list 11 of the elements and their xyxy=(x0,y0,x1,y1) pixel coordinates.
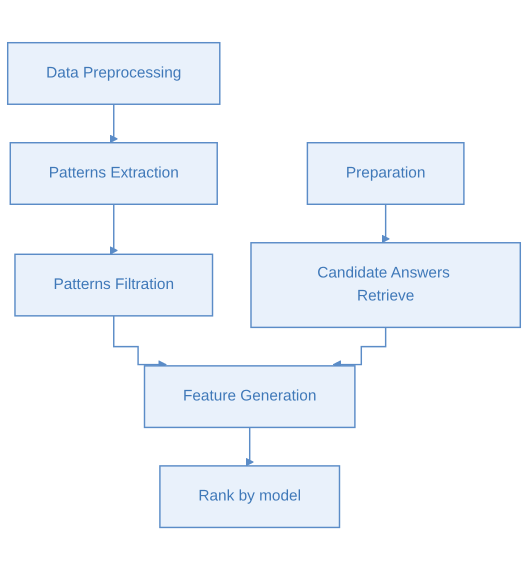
node-box: Candidate Answers Retrieve xyxy=(250,242,522,329)
node-box: Patterns Extraction xyxy=(10,142,218,206)
node-box: Patterns Filtration xyxy=(14,254,214,317)
node-box: Data Preprocessing xyxy=(6,42,221,106)
arrow xyxy=(110,104,118,144)
node-box: Feature Generation xyxy=(144,366,356,429)
arrow xyxy=(110,204,118,256)
node-box: Preparation xyxy=(306,142,465,206)
node-box: Rank by model xyxy=(159,466,340,529)
arrow xyxy=(381,204,390,244)
arrow xyxy=(245,427,254,467)
